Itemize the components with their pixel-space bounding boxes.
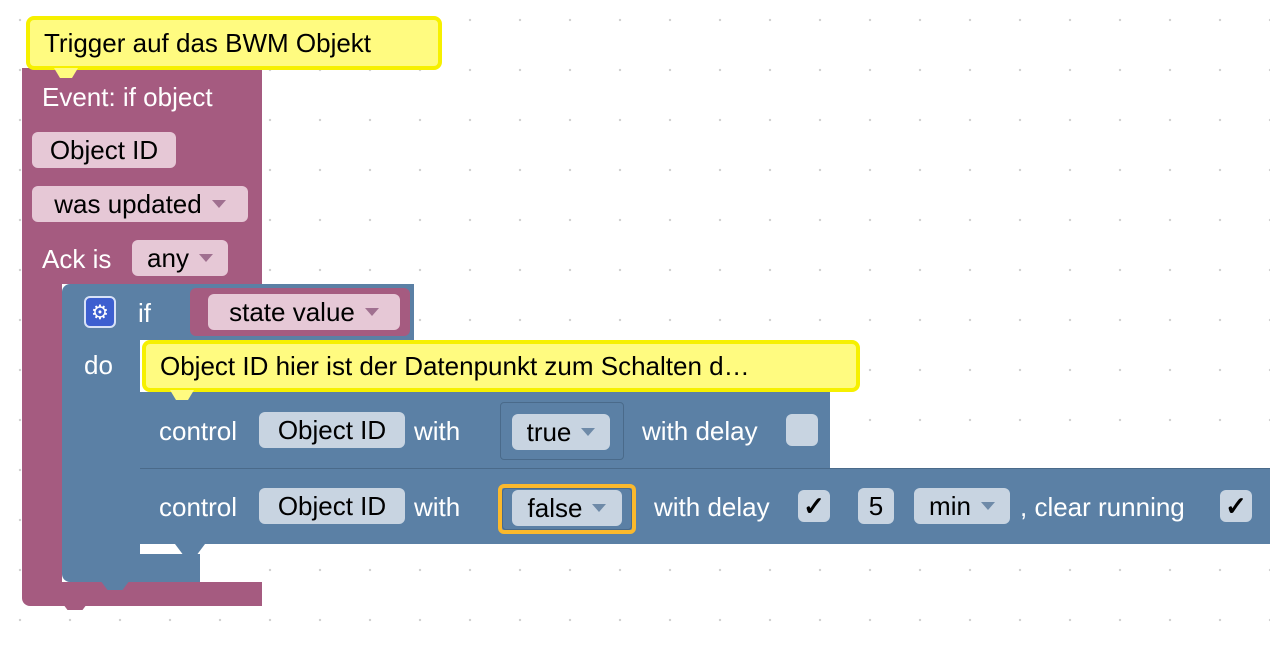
event-title: Event: if object bbox=[42, 82, 213, 112]
event-ack-dropdown[interactable]: any bbox=[132, 240, 228, 276]
control1-value-dropdown[interactable]: true bbox=[512, 414, 610, 450]
check-icon: ✓ bbox=[1225, 490, 1247, 521]
control2-object-id-field[interactable]: Object ID bbox=[259, 488, 405, 524]
do-label: do bbox=[84, 350, 113, 380]
event-ack-label: Ack is bbox=[42, 244, 112, 274]
chevron-down-icon bbox=[980, 502, 995, 510]
control1-label: control bbox=[159, 416, 238, 446]
event-block-bottom-notch bbox=[60, 600, 90, 610]
control1-value: true bbox=[526, 416, 572, 447]
if-label: if bbox=[138, 298, 151, 328]
control2-value: false bbox=[527, 492, 583, 523]
chevron-down-icon bbox=[211, 200, 226, 208]
event-object-id-label: Object ID bbox=[49, 134, 159, 165]
state-value-label: state value bbox=[229, 296, 355, 327]
check-icon: ✓ bbox=[803, 490, 825, 521]
comment-trigger[interactable]: Trigger auf das BWM Objekt bbox=[26, 16, 442, 70]
event-trigger-value: was updated bbox=[54, 188, 202, 219]
control2-delay-amount-field[interactable]: 5 bbox=[858, 488, 894, 524]
control2-clear-checkbox[interactable]: ✓ bbox=[1220, 490, 1252, 522]
event-ack-value: any bbox=[147, 242, 189, 273]
control2-delay-amount: 5 bbox=[868, 490, 884, 521]
if-block-side bbox=[62, 340, 140, 554]
comment-object-id-text: Object ID hier ist der Datenpunkt zum Sc… bbox=[160, 350, 750, 381]
control1-with-label: with bbox=[414, 416, 461, 446]
control-block-1[interactable] bbox=[140, 392, 830, 468]
control2-value-dropdown[interactable]: false bbox=[512, 490, 622, 526]
control2-delay-label: with delay bbox=[654, 492, 770, 522]
chevron-down-icon bbox=[364, 308, 379, 316]
event-object-id-field[interactable]: Object ID bbox=[32, 132, 176, 168]
control2-delay-unit: min bbox=[929, 490, 971, 521]
gear-icon[interactable]: ⚙ bbox=[84, 296, 116, 328]
if-block-bottom bbox=[62, 554, 200, 582]
control2-label: control bbox=[159, 492, 238, 522]
chevron-down-icon bbox=[592, 504, 607, 512]
state-value-dropdown[interactable]: state value bbox=[208, 294, 400, 330]
comment-trigger-tail bbox=[54, 68, 78, 78]
control1-delay-label: with delay bbox=[642, 416, 758, 446]
control2-clear-label: , clear running bbox=[1020, 492, 1185, 522]
comment-trigger-text: Trigger auf das BWM Objekt bbox=[44, 27, 372, 58]
selection-highlight bbox=[498, 484, 636, 534]
chevron-down-icon bbox=[198, 254, 213, 262]
if-block-bottom-notch bbox=[100, 580, 130, 590]
control-block-2-bottom-notch bbox=[175, 544, 205, 554]
comment-object-id-tail bbox=[170, 390, 194, 400]
chevron-down-icon bbox=[581, 428, 596, 436]
control1-object-id-label: Object ID bbox=[277, 414, 387, 445]
control2-delay-checkbox[interactable]: ✓ bbox=[798, 490, 830, 522]
control2-object-id-label: Object ID bbox=[277, 490, 387, 521]
comment-object-id[interactable]: Object ID hier ist der Datenpunkt zum Sc… bbox=[142, 340, 860, 392]
control2-delay-unit-dropdown[interactable]: min bbox=[914, 488, 1010, 524]
event-trigger-dropdown[interactable]: was updated bbox=[32, 186, 248, 222]
control1-delay-checkbox[interactable] bbox=[786, 414, 818, 446]
control2-with-label: with bbox=[414, 492, 461, 522]
control1-object-id-field[interactable]: Object ID bbox=[259, 412, 405, 448]
